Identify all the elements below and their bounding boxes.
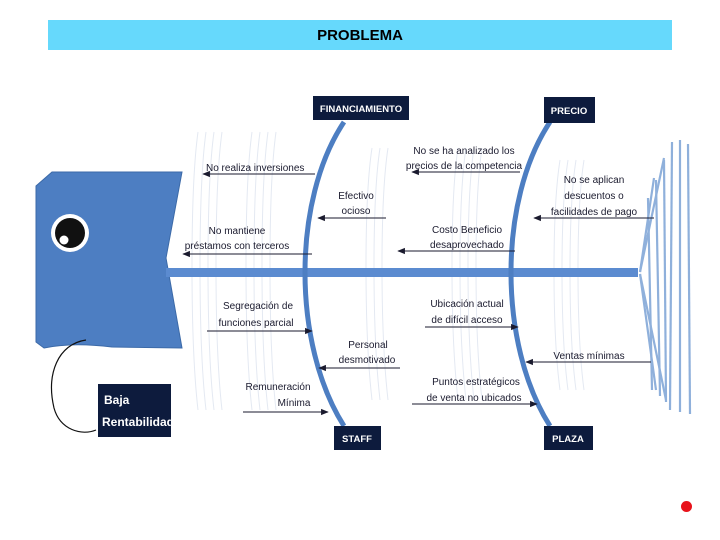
cause-no-analizado-1: No se ha analizado los (413, 146, 514, 157)
cause-efectivo-2: ocioso (342, 206, 371, 217)
cause-personal-1: Personal (348, 340, 387, 351)
category-precio-label: PRECIO (551, 106, 587, 117)
cause-efectivo-1: Efectivo (338, 191, 374, 202)
effect-label-line2: Rentabilidad (102, 415, 174, 429)
effect-label-line1: Baja (104, 393, 130, 407)
category-financiamiento: FINANCIAMIENTO (313, 96, 409, 120)
cause-no-inversiones: No realiza inversiones (206, 163, 304, 174)
cause-arrows (182, 168, 654, 416)
cause-no-prestamos-2: préstamos con terceros (185, 241, 290, 252)
accent-dot (681, 501, 692, 512)
fish-head (35, 171, 183, 349)
fish-ribs (191, 131, 585, 411)
category-financiamiento-label: FINANCIAMIENTO (320, 104, 402, 115)
cause-ventas: Ventas mínimas (553, 351, 624, 362)
cause-segregacion-2: funciones parcial (218, 318, 293, 329)
cause-remuneracion-1: Remuneración (245, 382, 310, 393)
cause-remuneracion-2: Mínima (278, 398, 311, 409)
cause-personal-2: desmotivado (339, 355, 396, 366)
cause-puntos-1: Puntos estratégicos (432, 377, 520, 388)
fish-main-bones (302, 120, 553, 428)
cause-no-analizado-2: precios de la competencia (406, 161, 523, 172)
bone-precio-plaza (508, 120, 553, 428)
cause-no-descuentos-1: No se aplican (564, 175, 625, 186)
cause-puntos-2: de venta no ubicados (426, 393, 521, 404)
category-plaza: PLAZA (544, 426, 593, 450)
problem-title: PROBLEMA (48, 20, 672, 50)
fish-spine (166, 268, 638, 277)
cause-labels: No realiza inversiones No mantiene prést… (185, 146, 638, 409)
cause-no-prestamos-1: No mantiene (209, 226, 266, 237)
cause-ubicacion-1: Ubicación actual (430, 299, 503, 310)
cause-segregacion-1: Segregación de (223, 301, 293, 312)
effect-label-box: Baja Rentabilidad (98, 384, 174, 437)
cause-costo-beneficio-2: desaprovechado (430, 240, 504, 251)
problem-title-text: PROBLEMA (317, 26, 403, 44)
cause-no-descuentos-3: facilidades de pago (551, 207, 638, 218)
bone-financiamiento-staff (302, 120, 347, 428)
category-staff: STAFF (334, 426, 381, 450)
fish-jaw (50, 339, 97, 433)
category-precio: PRECIO (544, 97, 595, 123)
cause-costo-beneficio-1: Costo Beneficio (432, 225, 502, 236)
category-plaza-label: PLAZA (552, 434, 584, 445)
fish-tail (638, 140, 692, 415)
category-staff-label: STAFF (342, 434, 372, 445)
fish-eye (51, 214, 89, 252)
cause-ubicacion-2: de difícil acceso (431, 315, 503, 326)
cause-no-descuentos-2: descuentos o (564, 191, 624, 202)
